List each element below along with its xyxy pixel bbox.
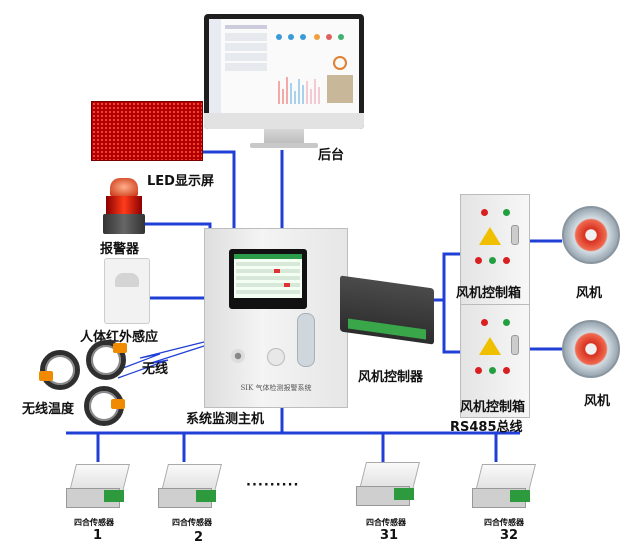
ellipsis: ········· [246,478,300,493]
alarm-beacon-body [106,196,142,214]
dashboard-graphics [209,19,353,113]
sensor-number: 2 [194,530,204,545]
label-fan-1: 风机 [576,286,603,301]
label-rs485-bus: RS485总线 [450,420,523,435]
label-led-screen: LED显示屏 [147,174,214,189]
sensor-name: 四合传感器 [74,518,114,527]
fan-icon [562,206,620,264]
wire-box-2 [442,300,460,354]
host-plate-text: SIK 气体检测报警系统 [240,384,312,392]
label-main-host: 系统监测主机 [186,412,265,427]
label-fan-control-box-2: 风机控制箱 [460,400,526,415]
label-wireless: 无线 [142,362,169,377]
four-in-one-sensor-1 [66,464,130,510]
power-button [267,348,285,366]
four-in-one-sensor-31 [356,462,420,508]
label-fan-2: 风机 [584,394,611,409]
four-in-one-sensor-2 [158,464,222,510]
backend-monitor [204,14,364,129]
sensor-number: 1 [93,528,103,543]
wireless-temperature-ring-icon [39,350,80,390]
monitor-stand [264,129,304,145]
door-handle [297,313,315,367]
sensor-number: 32 [500,528,519,543]
wireless-signal-icon [117,341,205,379]
system-monitoring-host: SIK 气体检测报警系统 [204,228,348,408]
label-wireless-temp: 无线温度 [22,402,75,417]
fan-icon [562,320,620,378]
host-touchscreen [229,249,307,309]
wire-box-1 [432,252,460,302]
sensor-number: 31 [380,528,399,543]
wire-led [201,150,236,228]
wireless-temperature-ring-icon [86,340,127,380]
sensor-name: 四合传感器 [172,518,212,527]
dashboard-screen [209,19,359,113]
alarm-beacon-icon [110,178,138,196]
alarm-beacon-base [103,214,145,234]
four-in-one-sensor-32 [472,464,536,510]
label-fan-controller: 风机控制器 [358,370,424,385]
warning-triangle-icon [479,337,501,355]
sensor-name: 四合传感器 [366,518,406,527]
label-backend: 后台 [318,148,345,163]
label-alarm: 报警器 [100,242,140,257]
warning-triangle-icon [479,227,501,245]
sensor-name: 四合传感器 [484,518,524,527]
label-fan-control-box-1: 风机控制箱 [456,286,522,301]
wireless-temperature-ring-icon [84,386,125,426]
led-panel-icon [91,101,203,161]
wire-alarm [145,222,212,228]
monitor-stand-base [250,143,318,148]
fan-control-box-1 [460,194,530,308]
speaker-icon [231,349,245,363]
fan-control-box-2 [460,304,530,418]
monitor-chin [204,113,364,129]
pir-sensor-icon [104,258,150,324]
